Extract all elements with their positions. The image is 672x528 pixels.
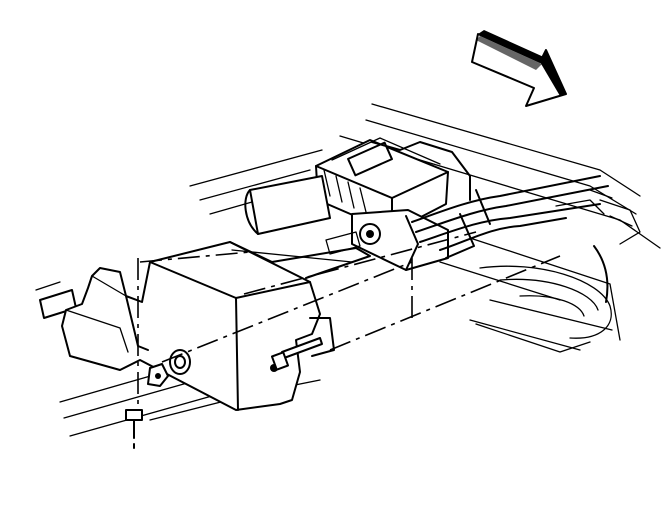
front-direction-arrow-icon — [471, 30, 567, 107]
mounting-bracket-shield — [61, 241, 371, 411]
fuel-tank-skin — [475, 265, 612, 353]
vehicle-frame-rail — [189, 103, 661, 351]
bracket-bolt — [270, 337, 323, 371]
alignment-lines — [137, 231, 561, 406]
ebcm-module — [315, 137, 471, 233]
bracket-nut — [147, 363, 169, 387]
bracket-stud-bolt — [125, 409, 143, 449]
brake-lines — [411, 175, 613, 303]
